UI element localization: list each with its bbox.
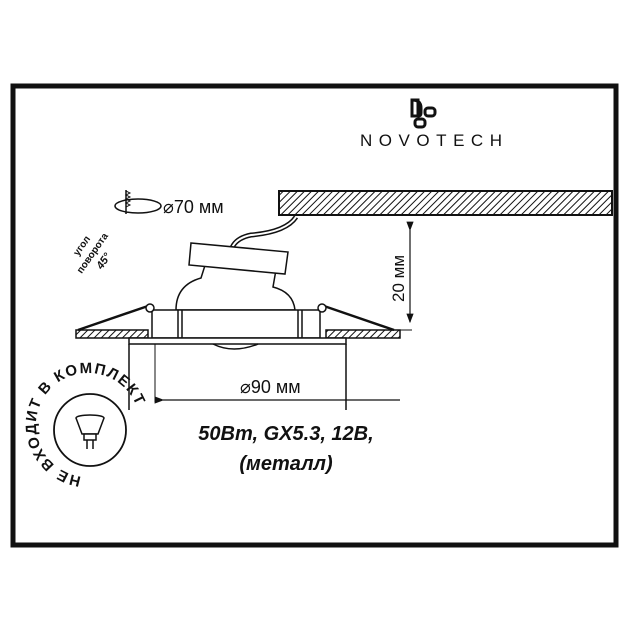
logo-mark-icon	[410, 98, 437, 129]
hole-saw-icon	[114, 190, 162, 214]
mr16-bulb-icon	[75, 414, 105, 449]
cutout-diameter-label: ⌀70 мм	[163, 197, 224, 217]
rotation-angle-label: угол поворота 45°	[72, 231, 114, 276]
novotech-logo: NOVOTECH	[360, 98, 502, 150]
diameter-dimension-label: ⌀90 мм	[240, 377, 301, 397]
logo-wordmark: NOVOTECH	[360, 131, 502, 150]
height-dimension-label: 20 мм	[389, 255, 408, 302]
ceiling-hatch	[278, 190, 613, 216]
specs-line-1: 50Вт, GX5.3, 12В,	[198, 423, 373, 445]
frame-border	[10, 83, 619, 548]
fixture-drawing	[75, 215, 401, 410]
bulb-not-included-badge: НЕ ВХОДИТ В КОМПЛЕКТ	[23, 360, 147, 490]
specs-line-2: (металл)	[239, 453, 333, 475]
